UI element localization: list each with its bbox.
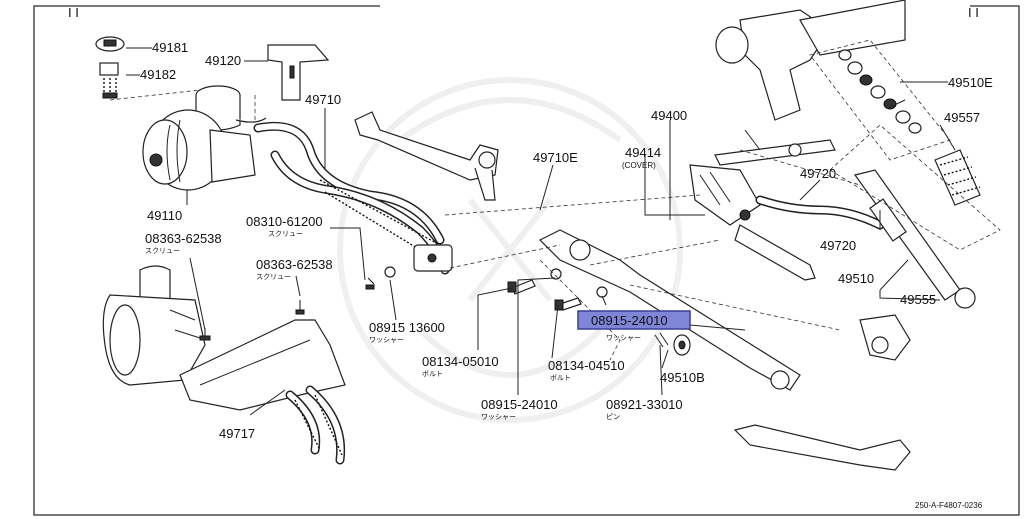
part-label-08363-62538-b-jp: スクリュー xyxy=(256,273,291,281)
part-label-08134-05010-jp: ボルト xyxy=(422,370,443,378)
part-label-49555[interactable]: 49555 xyxy=(900,292,936,307)
reservoir-filter-icon xyxy=(99,62,119,99)
steering-damper-icon xyxy=(689,164,816,281)
part-label-08134-04510[interactable]: 08134-04510 xyxy=(548,358,625,373)
part-label-49720-upper[interactable]: 49720 xyxy=(800,166,836,181)
leader-lines xyxy=(126,47,956,416)
part-label-08310-61200-jp: スクリュー xyxy=(268,230,303,238)
part-label-49414-cover: (COVER) xyxy=(622,161,656,170)
highlighted-part-box[interactable] xyxy=(577,310,691,330)
part-label-08310-61200[interactable]: 08310-61200 xyxy=(246,214,323,229)
drag-link-icon xyxy=(714,139,836,166)
part-label-08915-24010-highlighted[interactable]: 08915-24010 xyxy=(591,313,668,328)
part-label-08134-04510-jp: ボルト xyxy=(550,374,571,382)
watermark-emblem xyxy=(337,77,683,423)
relay-rod-icon xyxy=(538,229,801,391)
part-label-08363-62538-a[interactable]: 08363-62538 xyxy=(145,231,222,246)
steering-column-icon xyxy=(715,0,906,121)
steering-gear-housing-icon xyxy=(102,265,206,386)
reservoir-cap-icon xyxy=(95,36,125,52)
part-label-49717[interactable]: 49717 xyxy=(219,426,255,441)
hose-clamp-icon xyxy=(413,244,453,272)
part-label-08921-33010[interactable]: 08921-33010 xyxy=(606,397,683,412)
part-label-08915-24010[interactable]: 08915-24010 xyxy=(481,397,558,412)
power-cylinder-icon xyxy=(853,169,976,309)
label-corner-left: I I xyxy=(68,5,79,20)
part-label-49120[interactable]: 49120 xyxy=(205,53,241,68)
part-label-08363-62538-b[interactable]: 08363-62538 xyxy=(256,257,333,272)
part-label-49181[interactable]: 49181 xyxy=(152,40,188,55)
part-label-08363-62538-a-jp: スクリュー xyxy=(145,247,180,255)
part-label-49710e[interactable]: 49710E xyxy=(533,150,578,165)
part-label-08915-24010-jp: ワッシャー xyxy=(481,413,516,421)
part-label-49182[interactable]: 49182 xyxy=(140,67,176,82)
dashed-assembly-lines xyxy=(254,95,861,361)
part-label-49400[interactable]: 49400 xyxy=(651,108,687,123)
dust-boot-icon xyxy=(934,149,981,206)
label-corner-right: I I xyxy=(968,5,979,20)
part-label-49510b[interactable]: 49510B xyxy=(660,370,705,385)
diagram-footer-code: 250-A-F4807-0236 xyxy=(915,501,983,510)
part-label-49710[interactable]: 49710 xyxy=(305,92,341,107)
pitman-arm-icon xyxy=(354,111,499,201)
seal-kit-icon xyxy=(838,49,922,134)
steering-gear-cover-icon xyxy=(179,319,346,411)
part-label-49510[interactable]: 49510 xyxy=(838,271,874,286)
part-label-49557[interactable]: 49557 xyxy=(944,110,980,125)
return-tube-icon xyxy=(755,195,885,230)
lower-hose-icon xyxy=(285,385,346,465)
part-label-08921-33010-jp: ピン xyxy=(606,413,620,421)
part-label-49510e[interactable]: 49510E xyxy=(948,75,993,90)
cotter-pin-icon xyxy=(654,332,669,348)
part-label-08915-24010-highlighted-jp: ワッシャー xyxy=(606,334,641,342)
oil-reservoir-icon xyxy=(195,85,267,131)
bushing-icon xyxy=(673,334,691,356)
pump-bracket-icon xyxy=(267,44,330,101)
part-label-08134-05010[interactable]: 08134-05010 xyxy=(422,354,499,369)
screw-icon xyxy=(199,277,375,341)
part-label-49110[interactable]: 49110 xyxy=(147,208,182,223)
part-label-49720-lower[interactable]: 49720 xyxy=(820,238,856,253)
power-steering-pump-icon xyxy=(142,109,256,191)
part-label-49414[interactable]: 49414 xyxy=(625,145,661,160)
part-label-08915-13600-jp: ワッシャー xyxy=(369,336,404,344)
part-label-08915-13600[interactable]: 08915 13600 xyxy=(369,320,445,335)
idler-arm-icon xyxy=(733,314,911,471)
